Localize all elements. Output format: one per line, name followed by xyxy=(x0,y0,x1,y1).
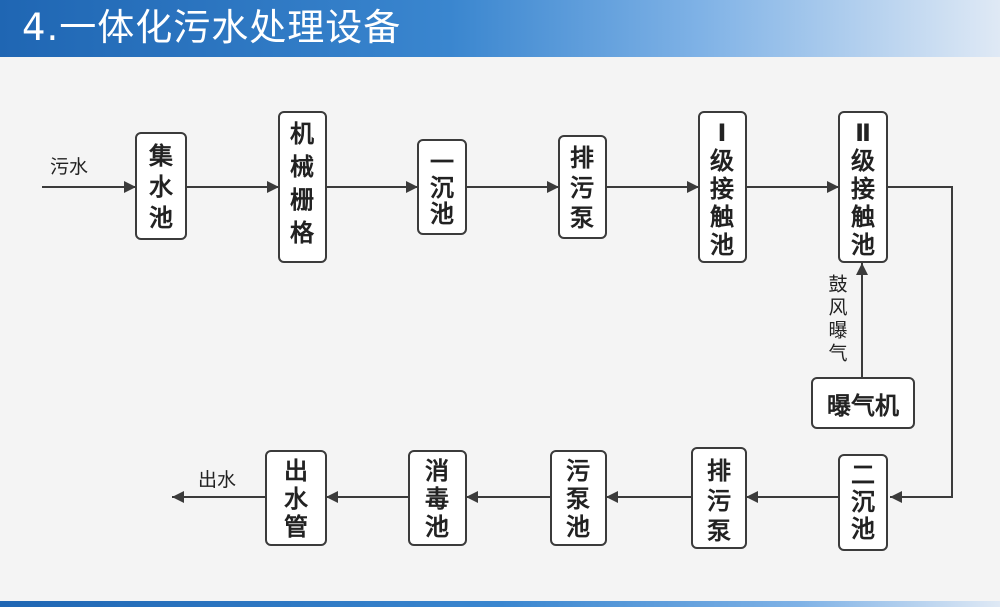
inflow-label: 污水 xyxy=(50,156,88,178)
title-bar: 4.一体化污水处理设备 xyxy=(0,0,1000,57)
sludge-tank-box xyxy=(550,450,607,546)
blower-label: 曝气机 xyxy=(827,392,899,420)
outlet-box xyxy=(265,450,327,546)
contact1-box xyxy=(698,111,747,263)
secondary-sed-box xyxy=(838,454,888,551)
pump-top-box xyxy=(558,135,607,239)
disinfect-label: 消毒池 xyxy=(425,457,449,541)
collect-tank-box xyxy=(135,132,187,240)
pump-bottom-box xyxy=(691,447,747,549)
sludge-tank-label: 污泵池 xyxy=(566,457,590,541)
screen-label: 机械栅格 xyxy=(290,120,315,247)
pump-bottom-label: 排污泵 xyxy=(707,457,731,545)
page-title: 4.一体化污水处理设备 xyxy=(22,6,402,49)
disinfect-box xyxy=(408,450,467,546)
aeration-label: 鼓风曝气 xyxy=(828,274,847,365)
primary-sed-box xyxy=(417,139,467,235)
blower-box xyxy=(811,377,915,429)
outlet-label: 出水管 xyxy=(284,457,309,541)
collect-tank-label: 集水池 xyxy=(148,142,174,232)
contact2-box xyxy=(838,111,888,263)
bottom-bar xyxy=(0,601,1000,607)
pump-top-label: 排污泵 xyxy=(570,144,594,232)
arrow-contact2-to-secondary xyxy=(887,186,953,503)
primary-sed-label: 一沉池 xyxy=(430,148,454,228)
screen-box xyxy=(278,111,327,263)
secondary-sed-label: 二沉池 xyxy=(851,461,875,543)
outflow-label: 出水 xyxy=(198,469,236,491)
